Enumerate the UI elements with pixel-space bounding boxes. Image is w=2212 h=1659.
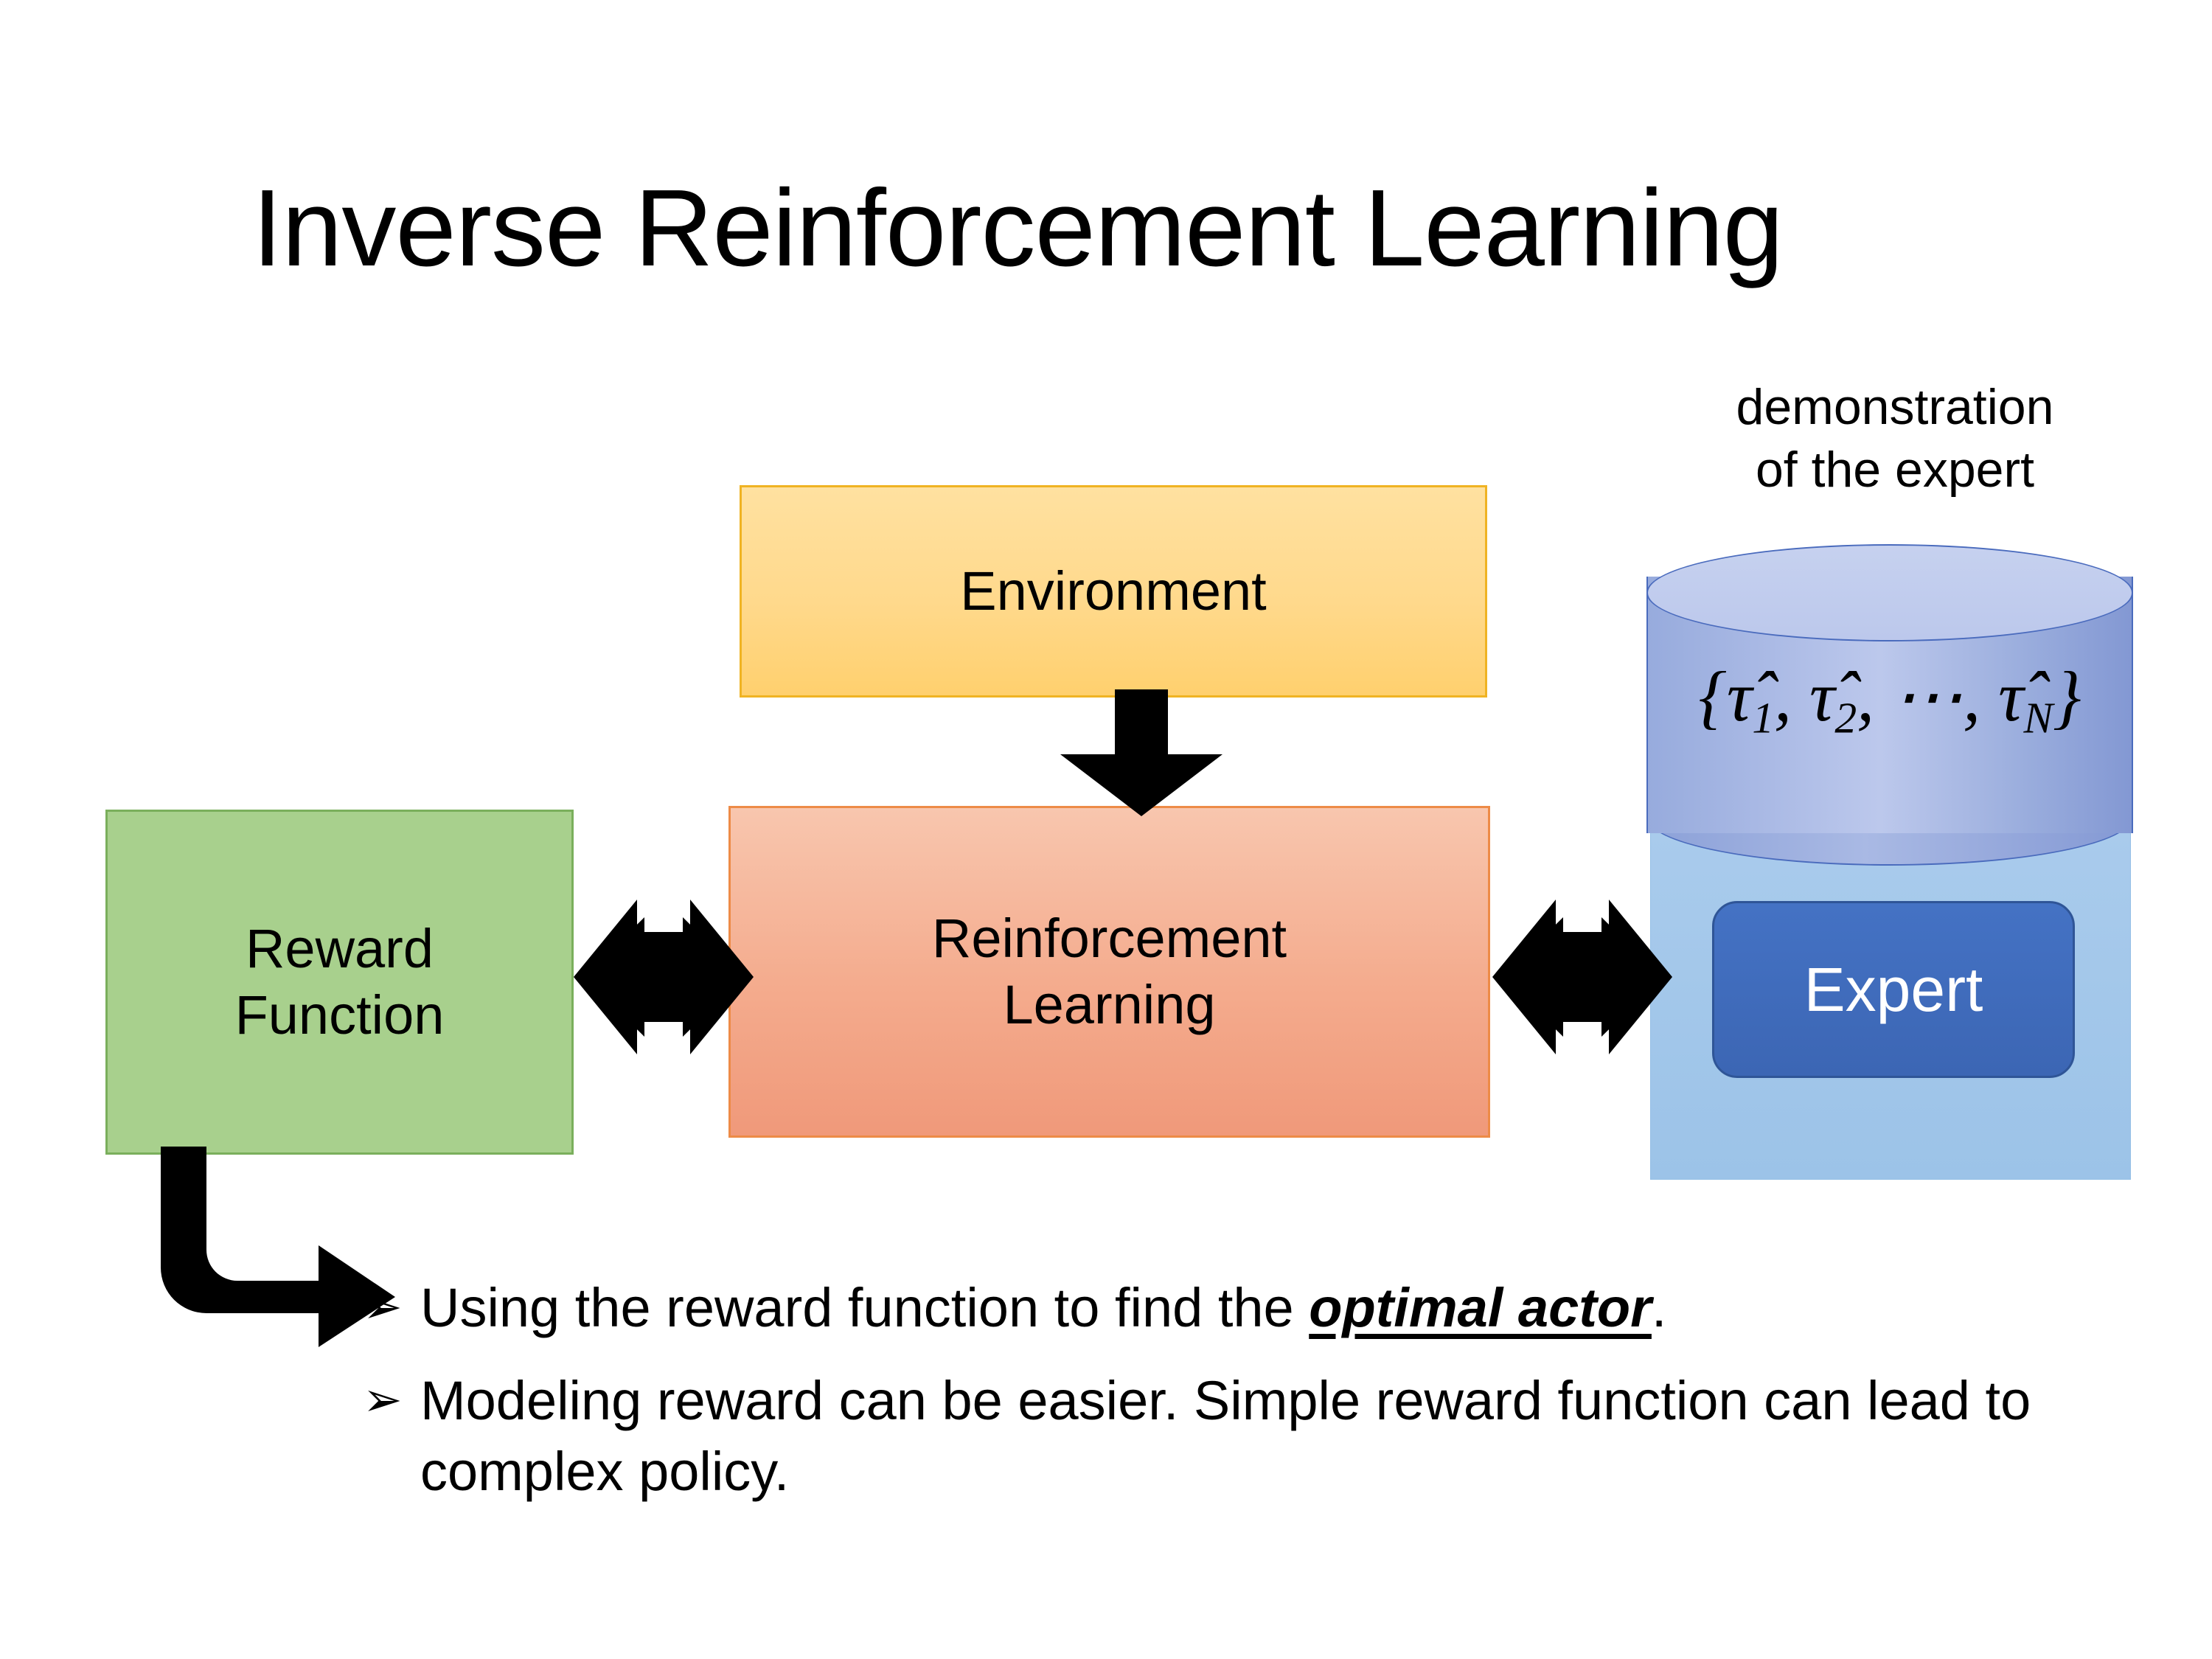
expert-node[interactable]: Expert — [1712, 901, 2075, 1078]
formula-tau-2: τ̂ — [1809, 657, 1835, 736]
reinforcement-learning-label-line2: Learning — [1003, 974, 1216, 1035]
formula-tau-n: τ̂ — [1998, 657, 2024, 736]
environment-node[interactable]: Environment — [740, 485, 1487, 698]
reinforcement-learning-label-line1: Reinforcement — [931, 907, 1287, 969]
bullet-text: Modeling reward can be easier. Simple re… — [420, 1370, 2031, 1503]
environment-label: Environment — [960, 560, 1267, 622]
bullet-1-emphasis: optimal actor — [1309, 1277, 1652, 1338]
formula-sub-1: 1 — [1752, 693, 1774, 742]
bidirectional-arrow-icon — [1492, 900, 1672, 1054]
formula-open-brace: { — [1698, 657, 1727, 736]
down-arrow-icon — [1060, 689, 1222, 816]
elbow-arrow-icon — [161, 1147, 395, 1347]
demonstration-caption-line2: of the expert — [1755, 442, 2035, 498]
reinforcement-learning-label: Reinforcement Learning — [932, 905, 1287, 1039]
page-title: Inverse Reinforcement Learning — [251, 167, 1784, 289]
cylinder-top-ellipse — [1646, 544, 2133, 641]
demonstration-caption-line1: demonstration — [1736, 379, 2054, 435]
formula-sub-2: 2 — [1834, 693, 1857, 742]
formula-separator-2: , ⋯, — [1857, 657, 1999, 736]
bullet-1-prefix: Using the reward function to find the — [420, 1277, 1310, 1338]
bullet-marker-icon: ➢ — [363, 1373, 403, 1427]
formula-separator-1: , — [1773, 657, 1809, 736]
bidirectional-arrow-icon — [574, 900, 754, 1054]
reward-function-label-line2: Function — [234, 984, 445, 1046]
demonstration-caption: demonstration of the expert — [1615, 376, 2175, 501]
reward-function-label: Reward Function — [235, 916, 445, 1049]
list-item: ➢ Modeling reward can be easier. Simple … — [363, 1366, 2081, 1507]
reward-function-node[interactable]: Reward Function — [105, 810, 574, 1155]
reinforcement-learning-node[interactable]: Reinforcement Learning — [728, 806, 1490, 1138]
formula-close-brace: } — [2053, 657, 2081, 736]
bullet-text: Using the reward function to find the op… — [420, 1273, 2081, 1343]
expert-label: Expert — [1804, 954, 1983, 1024]
formula-sub-n: N — [2023, 693, 2053, 742]
bullet-1-suffix: . — [1651, 1277, 1667, 1338]
formula-tau-1: τ̂ — [1726, 657, 1753, 736]
reward-function-label-line1: Reward — [245, 917, 434, 979]
trajectory-set-formula: {τ̂1, τ̂2, ⋯, τ̂N} — [1646, 655, 2133, 744]
bullet-list: ➢ Using the reward function to find the … — [363, 1273, 2081, 1530]
demonstration-cylinder: {τ̂1, τ̂2, ⋯, τ̂N} — [1646, 544, 2133, 866]
list-item: ➢ Using the reward function to find the … — [363, 1273, 2081, 1343]
bullet-marker-icon: ➢ — [363, 1280, 403, 1333]
